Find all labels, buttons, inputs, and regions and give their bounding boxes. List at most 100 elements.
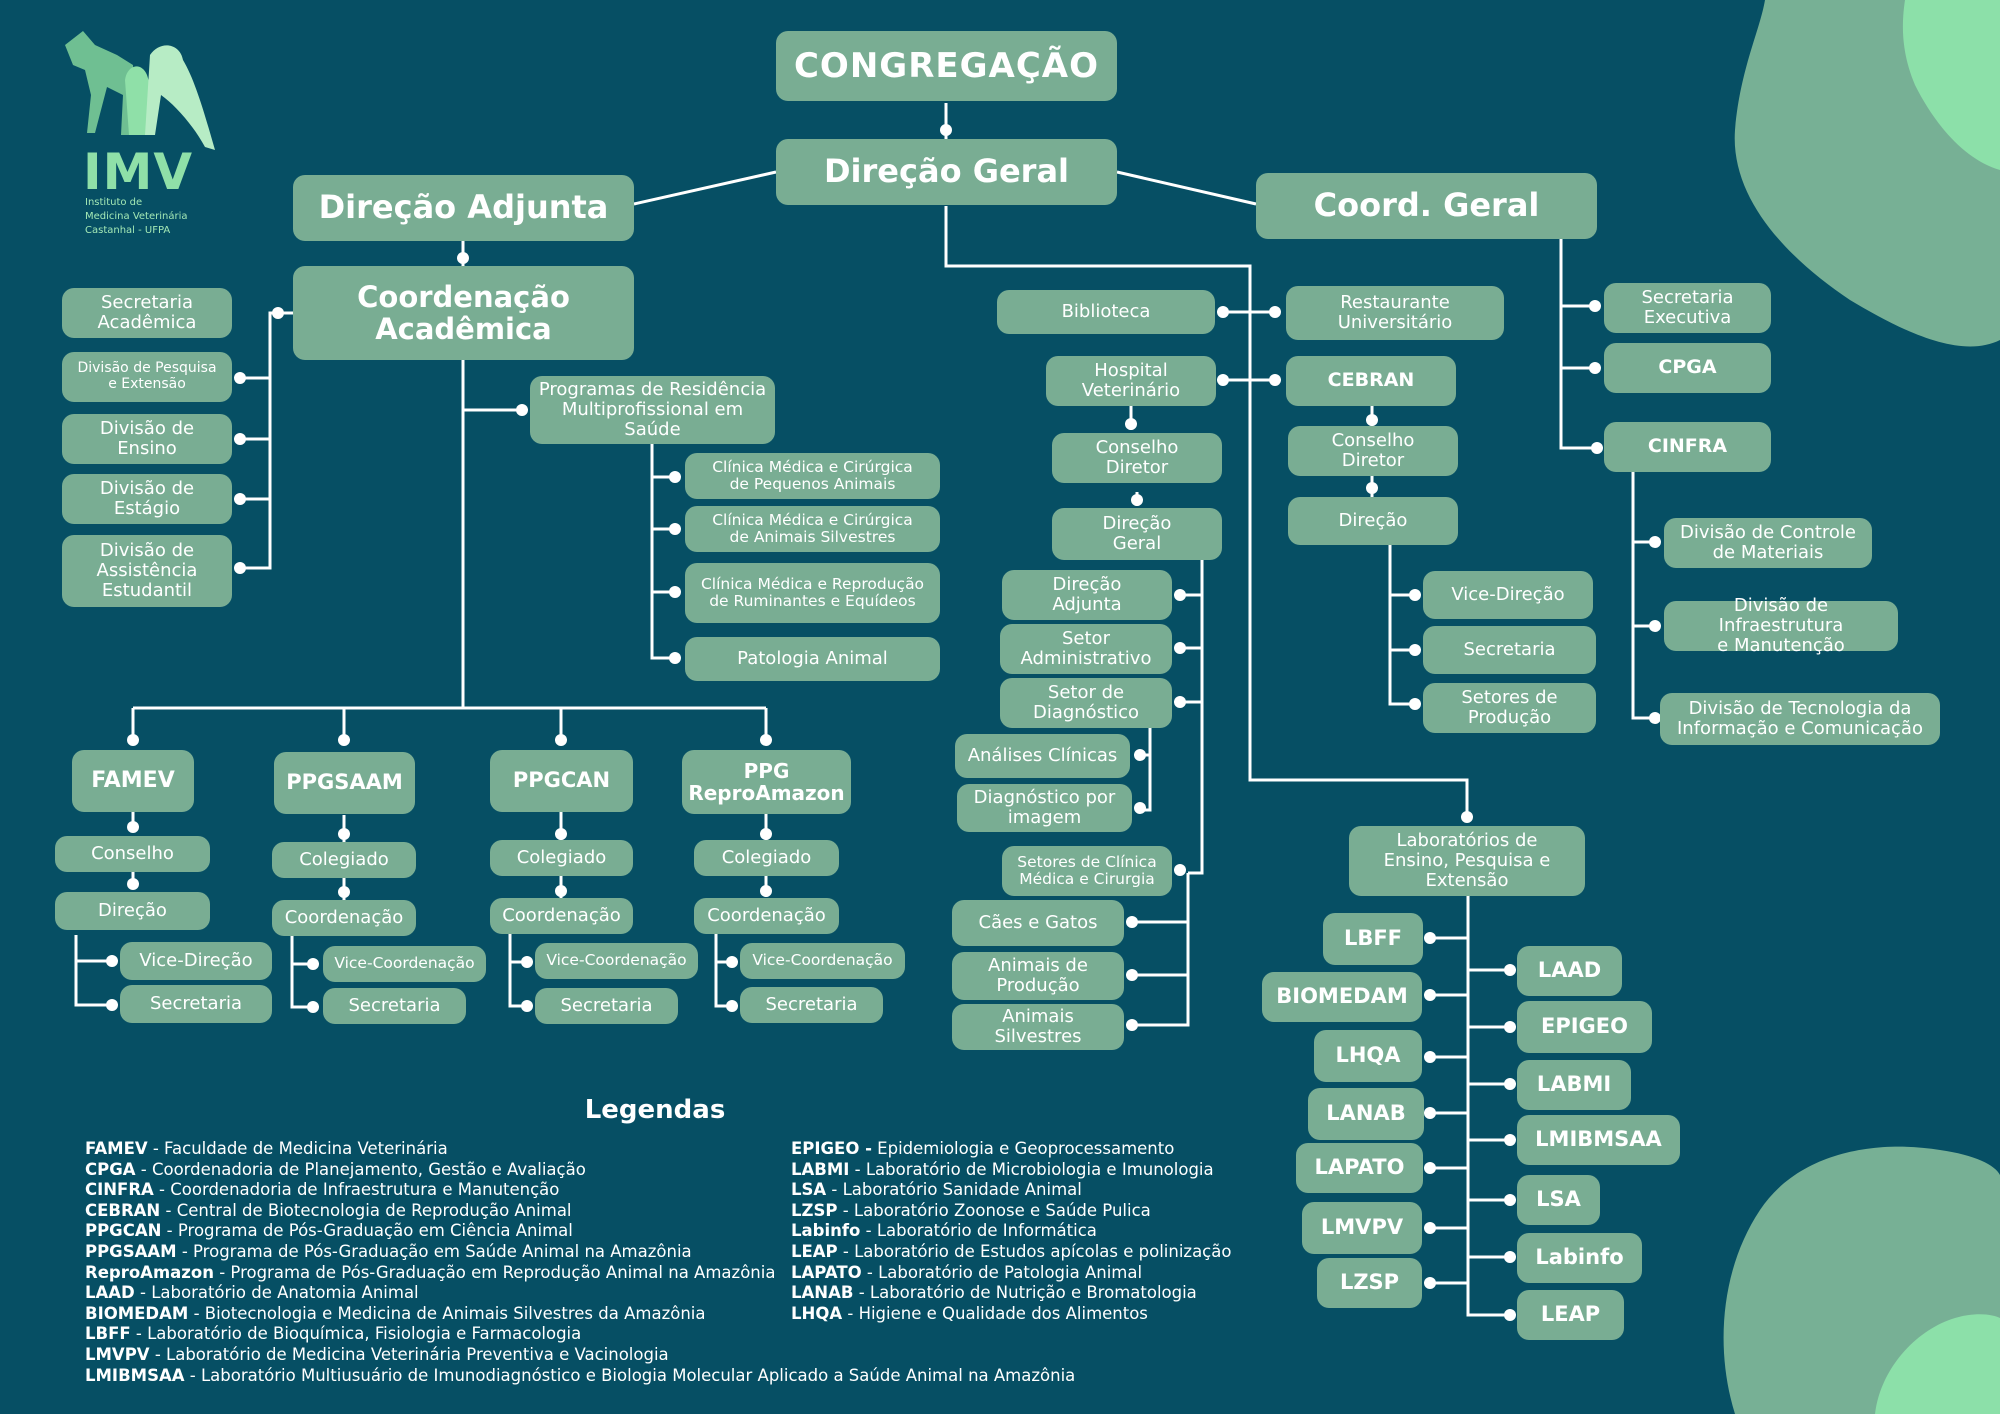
legend-row: PPGCAN - Programa de Pós-Graduação em Ci…: [85, 1221, 1075, 1242]
node-lab-lmvpv: LMVPV: [1302, 1202, 1422, 1254]
legend-row: EPIGEO - Epidemiologia e Geoprocessament…: [791, 1139, 1231, 1160]
legend-desc: - Laboratório de Informática: [860, 1221, 1097, 1241]
legend-abbr: LHQA: [791, 1303, 843, 1323]
node-clinica-pequenos: Clínica Médica e Cirúrgica de Pequenos A…: [685, 453, 940, 499]
legend-abbr: LABMI: [791, 1159, 850, 1179]
node-secretaria-executiva: Secretaria Executiva: [1604, 283, 1771, 333]
legend-row: LBFF - Laboratório de Bioquímica, Fisiol…: [85, 1324, 1075, 1345]
legend-desc: - Coordenadoria de Planejamento, Gestão …: [135, 1159, 586, 1179]
legend-row: BIOMEDAM - Biotecnologia e Medicina de A…: [85, 1304, 1075, 1325]
node-ppgsaam-coordenacao: Coordenação: [272, 900, 416, 936]
legend-desc: - Laboratório Multiusuário de Imunodiagn…: [184, 1365, 1076, 1385]
legend-abbr: LANAB: [791, 1283, 854, 1303]
node-divisao-controle-materiais: Divisão de Controle de Materiais: [1664, 518, 1872, 568]
legend-row: LAAD - Laboratório de Anatomia Animal: [85, 1283, 1075, 1304]
legend-desc: - Programa de Pós-Graduação em Reproduçã…: [213, 1262, 776, 1282]
logo-abbreviation: IMV: [83, 143, 194, 201]
node-famev-direcao: Direção: [55, 892, 210, 930]
legend-desc: - Laboratório de Bioquímica, Fisiologia …: [130, 1324, 582, 1344]
node-biblioteca: Biblioteca: [997, 290, 1215, 334]
node-restaurante-universitario: Restaurante Universitário: [1286, 286, 1504, 340]
legend-abbr: LMVPV: [85, 1344, 150, 1364]
logo-line-2: Medicina Veterinária: [85, 211, 188, 222]
node-laboratorios: Laboratórios de Ensino, Pesquisa e Exten…: [1349, 826, 1585, 896]
legend-row: FAMEV - Faculdade de Medicina Veterinári…: [85, 1139, 1075, 1160]
legend-abbr: LEAP: [791, 1241, 838, 1261]
node-clinica-ruminantes: Clínica Médica e Reprodução de Ruminante…: [685, 563, 940, 623]
node-famev: FAMEV: [72, 750, 194, 812]
node-cebran-vice-direcao: Vice-Direção: [1423, 571, 1593, 619]
node-divisao-ti: Divisão de Tecnologia da Informação e Co…: [1660, 693, 1940, 745]
legend-left-column: FAMEV - Faculdade de Medicina Veterinári…: [85, 1139, 1075, 1386]
node-lab-lsa: LSA: [1517, 1175, 1600, 1225]
node-hv-animais-silvestres: Animais Silvestres: [952, 1004, 1124, 1050]
legend-abbr: CPGA: [85, 1159, 136, 1179]
node-reproamazon-coordenacao: Coordenação: [694, 898, 839, 934]
legend-row: LABMI - Laboratório de Microbiologia e I…: [791, 1160, 1231, 1181]
node-hv-direcao-adjunta: Direção Adjunta: [1002, 570, 1172, 620]
legend-desc: - Laboratório de Estudos apícolas e poli…: [837, 1241, 1232, 1261]
node-ppgsaam-secretaria: Secretaria: [323, 988, 466, 1024]
node-reproamazon-secretaria: Secretaria: [740, 987, 883, 1023]
legend-abbr: LZSP: [791, 1200, 838, 1220]
node-coord-geral: Coord. Geral: [1256, 173, 1597, 239]
node-patologia-animal: Patologia Animal: [685, 637, 940, 681]
legend-desc: - Faculdade de Medicina Veterinária: [147, 1139, 448, 1158]
legend-desc: - Laboratório de Nutrição e Bromatologia: [853, 1283, 1197, 1303]
node-lab-leap: LEAP: [1517, 1290, 1624, 1340]
legend-row: LSA - Laboratório Sanidade Animal: [791, 1180, 1231, 1201]
node-hospital-veterinario: Hospital Veterinário: [1046, 356, 1216, 406]
legend-row: PPGSAAM - Programa de Pós-Graduação em S…: [85, 1242, 1075, 1263]
node-hv-analises-clinicas: Análises Clínicas: [955, 734, 1130, 778]
node-cpga: CPGA: [1604, 343, 1771, 393]
node-divisao-ensino: Divisão de Ensino: [62, 414, 232, 464]
legend-abbr: PPGSAAM: [85, 1241, 177, 1261]
node-coordenacao-academica: Coordenação Acadêmica: [293, 266, 634, 360]
legend-row: Labinfo - Laboratório de Informática: [791, 1221, 1231, 1242]
node-lab-lmibmsaa: LMIBMSAA: [1517, 1115, 1680, 1165]
node-cebran-conselho-diretor: Conselho Diretor: [1288, 426, 1458, 476]
logo-line-3: Castanhal - UFPA: [85, 225, 171, 236]
node-ppgcan-colegiado: Colegiado: [490, 840, 633, 876]
legend-desc: - Biotecnologia e Medicina de Animais Si…: [188, 1303, 706, 1323]
node-ppg-reproamazon: PPG ReproAmazon: [682, 750, 851, 814]
node-lab-lbff: LBFF: [1323, 913, 1423, 965]
node-famev-secretaria: Secretaria: [120, 985, 272, 1023]
node-lab-epigeo: EPIGEO: [1517, 1001, 1652, 1053]
node-lab-lhqa: LHQA: [1314, 1030, 1422, 1082]
animals-logo-icon: [65, 31, 215, 151]
legend-abbr: BIOMEDAM: [85, 1303, 189, 1323]
node-hv-direcao-geral: Direção Geral: [1052, 508, 1222, 560]
legend-row: LMVPV - Laboratório de Medicina Veteriná…: [85, 1345, 1075, 1366]
node-clinica-silvestres: Clínica Médica e Cirúrgica de Animais Si…: [685, 506, 940, 552]
node-cebran-direcao: Direção: [1288, 497, 1458, 545]
node-divisao-pesquisa-extensao: Divisão de Pesquisa e Extensão: [62, 352, 232, 402]
legend-row: LHQA - Higiene e Qualidade dos Alimentos: [791, 1304, 1231, 1325]
legend-desc: - Laboratório de Patologia Animal: [861, 1262, 1143, 1282]
node-ppgsaam: PPGSAAM: [274, 752, 415, 814]
legend-abbr: LAPATO: [791, 1262, 862, 1282]
legend-desc: - Laboratório Zoonose e Saúde Pulica: [837, 1200, 1151, 1220]
node-ppgcan-secretaria: Secretaria: [535, 988, 678, 1024]
node-cebran: CEBRAN: [1286, 356, 1456, 406]
node-ppgsaam-vice-coordenacao: Vice-Coordenação: [323, 946, 486, 982]
node-lab-laad: LAAD: [1517, 946, 1622, 996]
legend-row: LZSP - Laboratório Zoonose e Saúde Pulic…: [791, 1201, 1231, 1222]
node-ppgcan-vice-coordenacao: Vice-Coordenação: [535, 943, 698, 979]
legend-abbr: Labinfo: [791, 1221, 861, 1241]
legend-desc: - Coordenadoria de Infraestrutura e Manu…: [153, 1180, 560, 1200]
node-lab-biomedam: BIOMEDAM: [1262, 972, 1422, 1022]
node-hv-diagnostico-imagem: Diagnóstico por imagem: [957, 784, 1132, 832]
legend-abbr: LAAD: [85, 1283, 135, 1303]
node-hv-setores-clinica: Setores de Clínica Médica e Cirurgia: [1002, 846, 1172, 896]
legend-desc: - Programa de Pós-Graduação em Ciência A…: [161, 1221, 573, 1241]
legend-row: ReproAmazon - Programa de Pós-Graduação …: [85, 1263, 1075, 1284]
legend-row: LAPATO - Laboratório de Patologia Animal: [791, 1263, 1231, 1284]
legend-desc: - Central de Biotecnologia de Reprodução…: [160, 1200, 572, 1220]
imv-logo: IMV Instituto de Medicina Veterinária Ca…: [55, 25, 235, 255]
node-divisao-estagio: Divisão de Estágio: [62, 474, 232, 524]
legend-desc: - Programa de Pós-Graduação em Saúde Ani…: [176, 1241, 692, 1261]
node-lab-lapato: LAPATO: [1296, 1143, 1423, 1193]
